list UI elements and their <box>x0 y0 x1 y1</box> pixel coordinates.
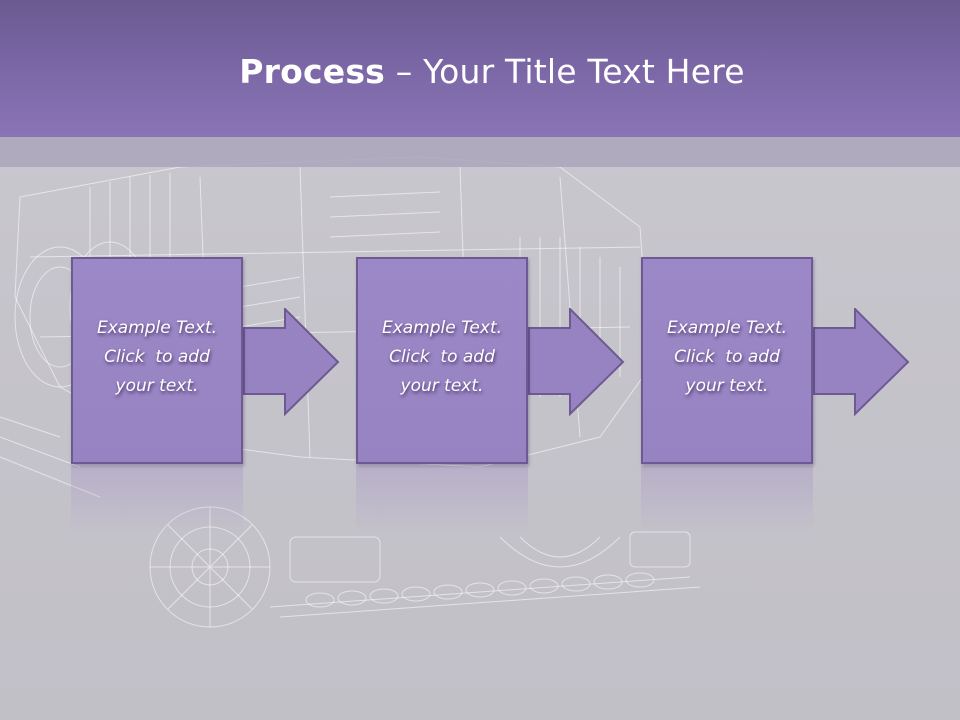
step-text-line: Click to add <box>104 347 210 367</box>
step-text-line: Click to add <box>389 347 495 367</box>
header-strip <box>0 137 960 167</box>
step-text-line: your text. <box>685 376 769 396</box>
process-step-2-text: Example Text. Click to add your text. <box>358 314 526 401</box>
step-text-line: your text. <box>400 376 484 396</box>
process-step-1[interactable]: Example Text. Click to add your text. <box>71 257 243 464</box>
arrow-right-icon <box>243 308 340 416</box>
header-bar <box>0 0 960 137</box>
step-text-line: Example Text. <box>666 318 788 338</box>
step-text-line: your text. <box>115 376 199 396</box>
slide-title-bold: Process <box>239 52 386 91</box>
process-step-3-text: Example Text. Click to add your text. <box>643 314 811 401</box>
arrow-right-icon <box>528 308 625 416</box>
step-text-line: Example Text. <box>381 318 503 338</box>
slide-title-rest: – Your Title Text Here <box>385 52 745 91</box>
step-2-reflection <box>356 466 528 536</box>
step-1-reflection <box>71 466 243 536</box>
step-text-line: Example Text. <box>96 318 218 338</box>
step-text-line: Click to add <box>674 347 780 367</box>
arrow-right-icon <box>813 308 910 416</box>
process-step-2[interactable]: Example Text. Click to add your text. <box>356 257 528 464</box>
step-3-reflection <box>641 466 813 536</box>
slide-title[interactable]: Process – Your Title Text Here <box>0 52 960 91</box>
process-step-3[interactable]: Example Text. Click to add your text. <box>641 257 813 464</box>
process-step-1-text: Example Text. Click to add your text. <box>73 314 241 401</box>
